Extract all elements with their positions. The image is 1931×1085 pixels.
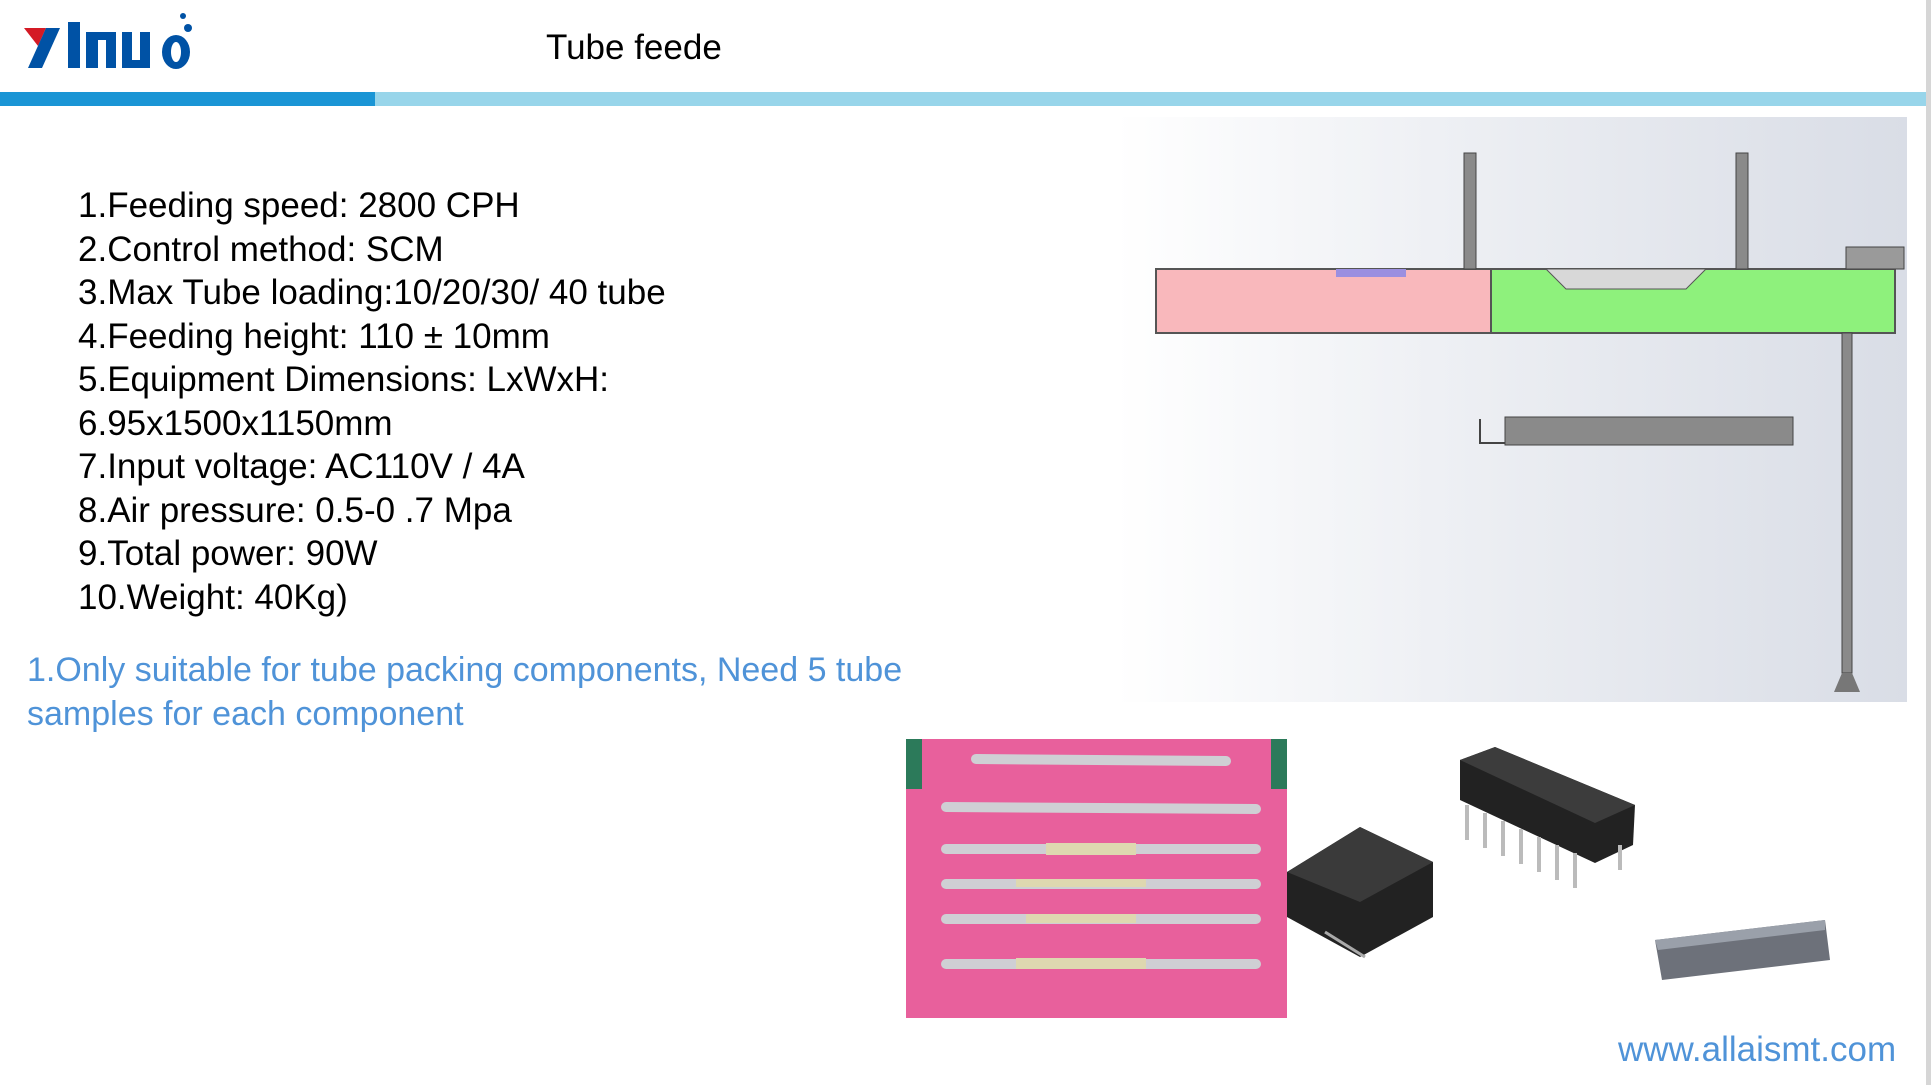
connector-component-image	[1650, 915, 1835, 985]
spec-item: 8.Air pressure: 0.5-0 .7 Mpa	[78, 490, 512, 530]
spec-item: 1.Feeding speed: 2800 CPH	[78, 186, 520, 225]
yinuo-logo	[24, 12, 214, 74]
page-edge	[1926, 0, 1931, 1085]
spec-list: 1.Feeding speed: 2800 CPH 2.Control meth…	[78, 184, 666, 619]
tube-feeder-cad-image	[1116, 117, 1907, 702]
tube-samples-photo	[906, 739, 1287, 1018]
capacitor-component-image	[1285, 822, 1435, 962]
spec-item: 10.Weight: 40Kg)	[78, 577, 348, 617]
spec-item: 3.Max Tube loading:10/20/30/ 40 tube	[78, 273, 666, 312]
spec-item: 4.Feeding height: 110 ± 10mm	[78, 316, 550, 356]
page-title: Tube feede	[546, 28, 722, 67]
header-bar-light	[375, 92, 1926, 106]
dip-ic-component-image	[1455, 745, 1640, 890]
spec-item: 7.Input voltage: AC110V / 4A	[78, 447, 525, 486]
spec-item: 2.Control method: SCM	[78, 229, 444, 269]
spec-item: 6.95x1500x1150mm	[78, 403, 393, 443]
header-bar-dark	[0, 92, 375, 106]
spec-item: 5.Equipment Dimensions: LxWxH:	[78, 360, 610, 399]
website-link[interactable]: www.allaismt.com	[1618, 1030, 1897, 1069]
spec-item: 9.Total power: 90W	[78, 534, 378, 573]
note-text: 1.Only suitable for tube packing compone…	[27, 651, 903, 733]
